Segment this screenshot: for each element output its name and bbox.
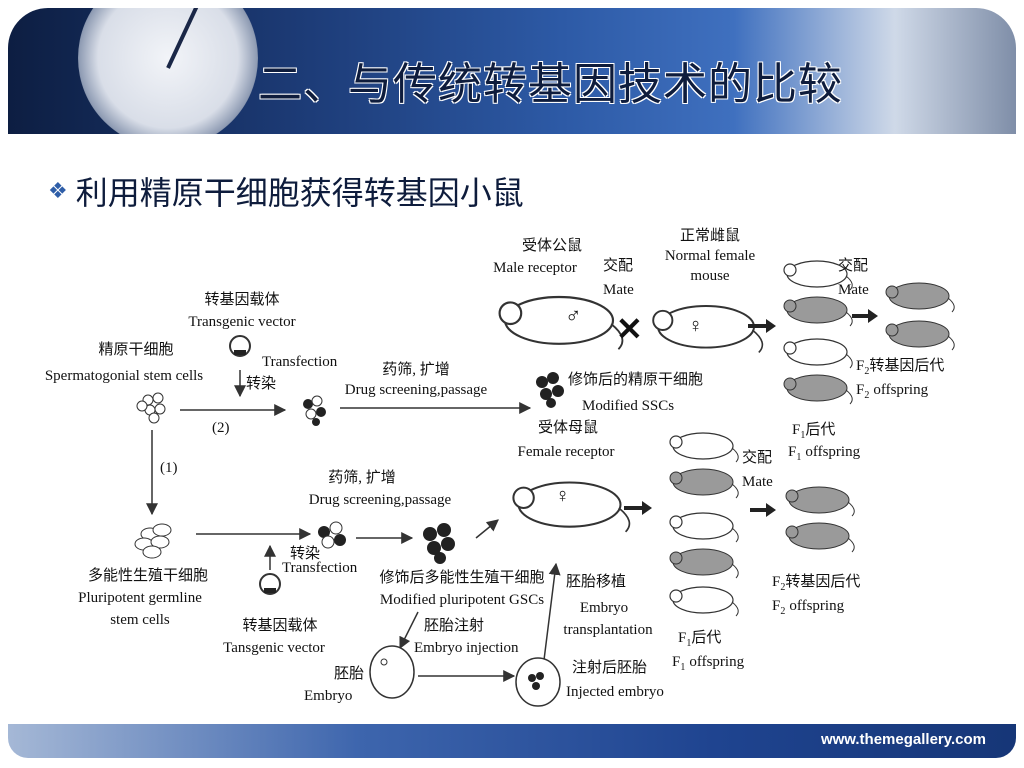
bullet-item: ❖ 利用精原干细胞获得转基因小鼠 — [48, 168, 524, 214]
drug-top-cn: 药筛, 扩增 — [382, 361, 450, 378]
zhuanran-top: 转染 — [246, 375, 276, 392]
normal-en1: Normal female — [665, 248, 756, 264]
diamond-bullet-icon: ❖ — [48, 178, 68, 204]
transfected-pgsc-icon — [318, 521, 346, 549]
route1-label: (1) — [160, 460, 178, 476]
plasmid-marker — [234, 350, 246, 355]
male-cn: 受体公鼠 — [522, 237, 582, 254]
male-en: Male receptor — [493, 260, 577, 276]
injected-en: Injected embryo — [566, 684, 664, 700]
female-en: Female receptor — [517, 444, 614, 460]
embryo-trans-cn: 胚胎移植 — [566, 573, 626, 590]
pgsc-cells-icon — [134, 523, 172, 559]
mod-ssc-cn: 修饰后的精原干细胞 — [568, 371, 703, 388]
injected-cn: 注射后胚胎 — [572, 659, 647, 676]
thick-arrow-top1 — [748, 319, 776, 333]
drug-bot-cn: 药筛, 扩增 — [328, 469, 396, 486]
vector-top-en: Transgenic vector — [188, 314, 295, 330]
embryo-inj-en: Embryo injection — [414, 640, 519, 656]
pgsc-en1: Pluripotent germline — [78, 590, 202, 606]
f2-top-cn: F2转基因后代 — [856, 357, 944, 377]
transplant-arrow — [543, 562, 561, 661]
f1-bot-cn: F1后代 — [678, 629, 721, 649]
embryo-trans-en1: Embryo — [580, 600, 628, 616]
embryo-en: Embryo — [304, 688, 352, 704]
female-receptor-mouse-icon — [512, 481, 631, 533]
transfection-top: Transfection — [262, 354, 338, 370]
vector-top-cn: 转基因载体 — [204, 291, 279, 308]
f1-top-cn: F1后代 — [792, 421, 835, 441]
transgenic-mouse-diagram: 转基因载体 Transgenic vector Transfection 转染 … — [45, 227, 955, 707]
slide-title: 二、与传统转基因技术的比较 — [258, 59, 843, 110]
ssc-cells-icon — [136, 392, 166, 424]
female-cn: 受体母鼠 — [538, 419, 598, 436]
embryo-cn: 胚胎 — [334, 665, 364, 682]
ssc-en: Spermatogonial stem cells — [45, 368, 203, 384]
header-banner: 二、与传统转基因技术的比较 — [8, 8, 1016, 134]
plasmid-bottom-marker — [264, 588, 276, 593]
embryo-icon — [369, 645, 415, 699]
normal-female-mouse-icon — [652, 305, 764, 354]
to-female-arrow — [475, 519, 499, 539]
mate1-en: Mate — [603, 282, 634, 298]
pressure-gauge-icon — [78, 8, 258, 134]
female-symbol-icon: ♀ — [688, 315, 703, 337]
footer-bar: www.themegallery.com — [8, 724, 1016, 758]
vector-bot-cn: 转基因载体 — [242, 617, 317, 634]
normal-en2: mouse — [690, 268, 730, 284]
male-receptor-mouse-icon — [498, 295, 624, 351]
vector-bot-en: Tansgenic vector — [223, 640, 325, 656]
embryo-trans-en2: transplantation — [563, 622, 653, 638]
f1-offspring-bottom-mice — [669, 432, 739, 617]
route2-label: (2) — [212, 420, 230, 436]
f2-bot-cn: F2转基因后代 — [772, 573, 860, 593]
male-symbol-icon: ♂ — [565, 303, 582, 328]
embryo-cell-icon — [380, 658, 388, 666]
mate2-cn: 交配 — [838, 256, 868, 274]
f2-offspring-top-mice — [885, 282, 955, 351]
bullet-text: 利用精原干细胞获得转基因小鼠 — [75, 174, 524, 212]
normal-cn: 正常雌鼠 — [680, 227, 740, 244]
mod-ssc-en: Modified SSCs — [582, 398, 674, 414]
injected-embryo-icon — [515, 657, 561, 707]
mate3-cn: 交配 — [742, 448, 772, 466]
drug-bot-en: Drug screening,passage — [309, 492, 452, 508]
injection-pipette-arrow — [399, 611, 419, 650]
mate1-cn: 交配 — [603, 256, 633, 274]
injected-cells-icon — [528, 672, 544, 690]
mod-pgsc-en: Modified pluripotent GSCs — [380, 592, 544, 608]
cross-icon: ✕ — [616, 311, 643, 347]
ssc-cn: 精原干细胞 — [98, 341, 173, 358]
mate3-en: Mate — [742, 474, 773, 490]
mod-pgsc-cn: 修饰后多能性生殖干细胞 — [379, 569, 544, 586]
f2-offspring-bottom-mice — [785, 486, 855, 553]
footer-url: www.themegallery.com — [820, 731, 986, 748]
thick-arrow-mid — [624, 501, 652, 515]
thick-arrow-top2 — [852, 309, 878, 323]
transfected-cells-top-icon — [303, 395, 326, 426]
pgsc-en2: stem cells — [110, 612, 170, 628]
thick-arrow-bottom — [750, 503, 776, 517]
drug-top-en: Drug screening,passage — [345, 382, 488, 398]
pgsc-cn: 多能性生殖干细胞 — [88, 567, 208, 584]
modified-ssc-icon — [536, 372, 564, 408]
modified-pgsc-icon — [423, 523, 455, 564]
transfection-bot-cn: 转染 — [290, 545, 320, 562]
mate2-en: Mate — [838, 282, 869, 298]
female-receptor-symbol-icon: ♀ — [555, 485, 570, 507]
transfection-bot-en: Transfection — [282, 560, 358, 576]
embryo-inj-cn: 胚胎注射 — [424, 617, 484, 634]
gauge-needle — [166, 8, 204, 69]
